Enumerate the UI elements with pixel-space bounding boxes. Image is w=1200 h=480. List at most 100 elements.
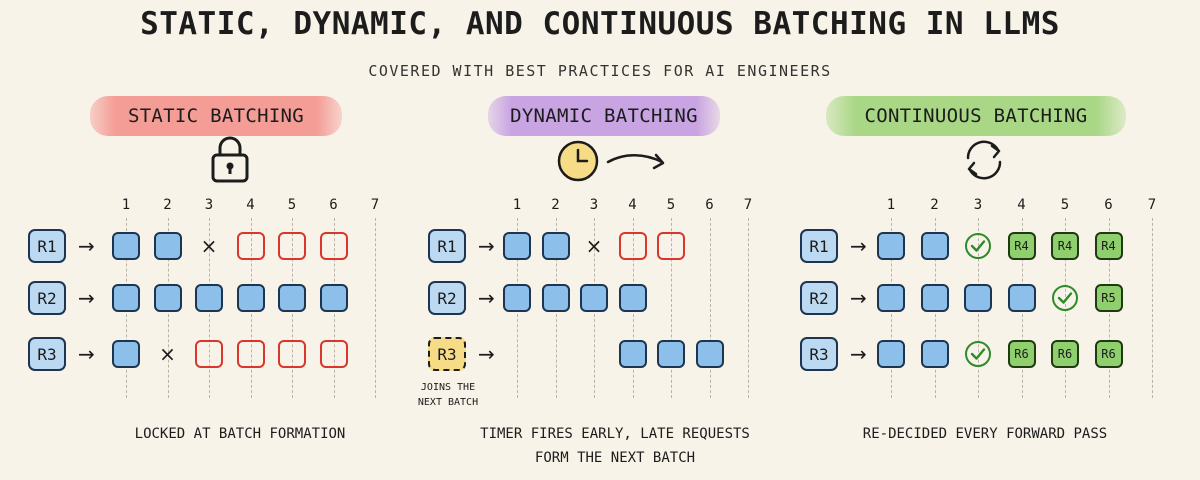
panel-heading: DYNAMIC BATCHING: [488, 96, 720, 136]
column-number: 1: [512, 197, 522, 213]
completed-check-icon: [1051, 284, 1079, 312]
token-cell: [153, 284, 182, 312]
token-cell: [877, 340, 905, 368]
token-cell: [319, 284, 348, 312]
token-cell: [580, 284, 608, 312]
right-arrow-icon: →: [78, 234, 95, 258]
page-subtitle: COVERED WITH BEST PRACTICES FOR AI ENGIN…: [368, 62, 832, 80]
token-cell: [112, 232, 140, 260]
column-number: 6: [329, 197, 338, 213]
column-number: 5: [666, 197, 676, 213]
column-number: 4: [1017, 197, 1026, 213]
column-number: 7: [370, 197, 380, 213]
token-cell: [618, 340, 647, 368]
column-number: 3: [204, 197, 214, 213]
right-arrow-icon: →: [78, 286, 95, 310]
new-request-cell: R6: [1007, 340, 1036, 368]
column-number: 1: [121, 197, 131, 213]
token-cell: [877, 232, 905, 260]
completed-check-icon: [964, 340, 992, 368]
token-cell: [541, 284, 570, 312]
cancelled-x-icon: ×: [200, 234, 218, 258]
panel-heading: CONTINUOUS BATCHING: [826, 96, 1126, 136]
token-cell: [920, 340, 949, 368]
token-cell: [695, 340, 724, 368]
request-label-r3: R3: [428, 337, 466, 371]
new-request-cell: R4: [1051, 232, 1079, 260]
request-label-r2: R2: [800, 281, 838, 315]
token-cell: [657, 340, 685, 368]
caption-line: TIMER FIRES EARLY, LATE REQUESTS: [480, 426, 750, 442]
request-label-r1: R1: [800, 229, 838, 263]
token-cell: [920, 232, 949, 260]
panel-caption: LOCKED AT BATCH FORMATION: [80, 422, 400, 446]
wasted-slot-cell: [236, 232, 265, 260]
column-number: 7: [743, 197, 753, 213]
token-cell: [153, 232, 182, 260]
refresh-cycle-icon: [960, 138, 1008, 186]
cancelled-x-icon: ×: [159, 342, 176, 366]
column-number: 3: [589, 197, 599, 213]
token-cell: [1007, 284, 1036, 312]
request-label-r1: R1: [28, 229, 66, 263]
column-number: 1: [886, 197, 896, 213]
column-number: 4: [628, 197, 637, 213]
column-gridline: [671, 218, 672, 398]
new-request-cell: R6: [1094, 340, 1123, 368]
token-cell: [195, 284, 223, 312]
token-cell: [236, 284, 265, 312]
request-label-r3: R3: [800, 337, 838, 371]
column-gridline: [748, 218, 749, 398]
clock-arrow-icon: [556, 138, 676, 188]
wasted-slot-cell: [278, 340, 306, 368]
column-number: 7: [1147, 197, 1157, 213]
right-arrow-icon: →: [850, 286, 867, 310]
request-label-r2: R2: [428, 281, 466, 315]
wasted-slot-cell: [319, 340, 348, 368]
new-request-cell: R4: [1094, 232, 1123, 260]
new-request-cell: R5: [1094, 284, 1123, 312]
token-cell: [618, 284, 647, 312]
request-label-r1: R1: [428, 229, 466, 263]
token-cell: [278, 284, 306, 312]
token-cell: [541, 232, 570, 260]
completed-check-icon: [964, 232, 992, 260]
column-number: 2: [551, 197, 560, 213]
page-title: STATIC, DYNAMIC, AND CONTINUOUS BATCHING…: [140, 6, 1060, 42]
column-number: 4: [246, 197, 255, 213]
column-number: 3: [973, 197, 983, 213]
right-arrow-icon: →: [850, 234, 867, 258]
padlock-icon: [210, 135, 250, 187]
token-cell: [503, 284, 531, 312]
right-arrow-icon: →: [78, 342, 95, 366]
column-gridline: [709, 218, 711, 398]
right-arrow-icon: →: [850, 342, 867, 366]
column-gridline: [375, 218, 376, 398]
wasted-slot-cell: [278, 232, 306, 260]
wasted-slot-cell: [618, 232, 647, 260]
new-request-cell: R4: [1007, 232, 1036, 260]
token-cell: [920, 284, 949, 312]
right-arrow-icon: →: [478, 342, 495, 366]
token-cell: [503, 232, 531, 260]
column-gridline: [1065, 218, 1066, 398]
caption-line: RE-DECIDED EVERY FORWARD PASS: [862, 426, 1108, 442]
column-number: 2: [163, 197, 172, 213]
column-number: 6: [705, 197, 714, 213]
column-number: 6: [1104, 197, 1113, 213]
panel-caption: RE-DECIDED EVERY FORWARD PASS: [820, 422, 1150, 446]
wasted-slot-cell: [319, 232, 348, 260]
wasted-slot-cell: [236, 340, 265, 368]
cancelled-x-icon: ×: [585, 234, 603, 258]
right-arrow-icon: →: [478, 234, 495, 258]
waiting-note-line: JOINS THE: [420, 382, 476, 393]
token-cell: [964, 284, 992, 312]
token-cell: [112, 284, 140, 312]
wasted-slot-cell: [195, 340, 223, 368]
token-cell: [877, 284, 905, 312]
new-request-cell: R6: [1051, 340, 1079, 368]
panel-heading: STATIC BATCHING: [90, 96, 342, 136]
request-label-r3: R3: [28, 337, 66, 371]
